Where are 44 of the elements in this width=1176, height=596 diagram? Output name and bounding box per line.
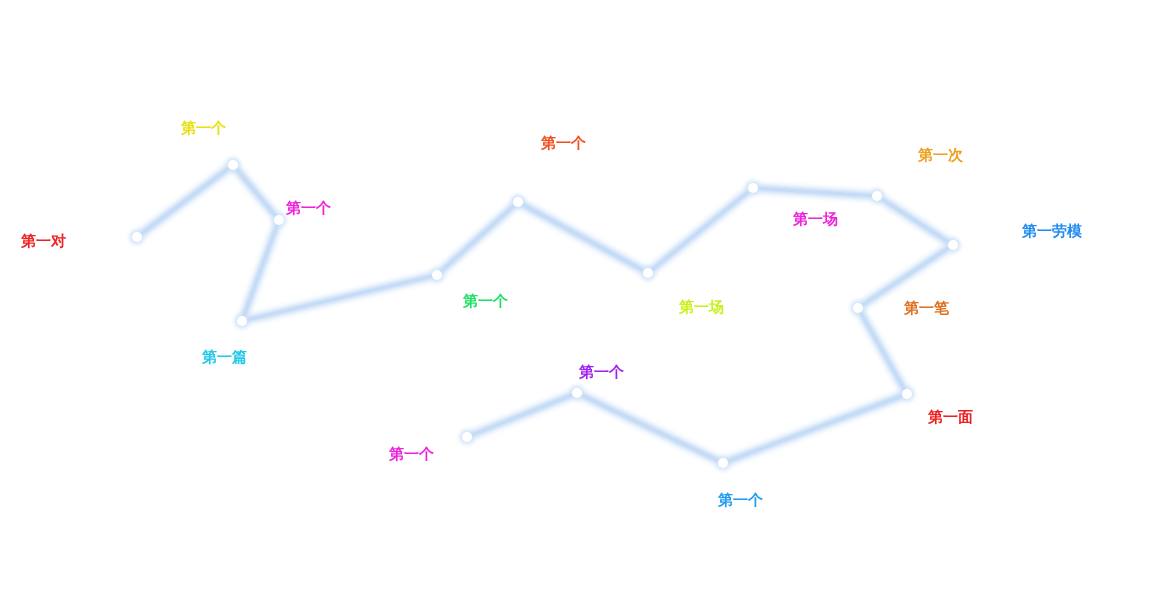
- point-dot: [237, 316, 247, 326]
- connector-line: [471, 393, 573, 437]
- point-label: 第一场: [792, 210, 838, 228]
- point-dot: [872, 191, 882, 201]
- connector-line: [580, 393, 720, 463]
- point-label: 第一个: [180, 119, 226, 137]
- point-dot: [718, 458, 728, 468]
- point-dot: [748, 183, 758, 193]
- point-label: 第一笔: [903, 299, 949, 317]
- connector-line: [861, 246, 950, 307]
- point-dot: [572, 388, 582, 398]
- point-label: 第一篇: [201, 348, 247, 366]
- point-dot: [853, 303, 863, 313]
- connector-line: [757, 186, 873, 198]
- connector-line: [140, 166, 230, 236]
- point-label: 第一面: [927, 408, 973, 426]
- connector-line: [235, 167, 277, 218]
- connector-line: [859, 311, 906, 391]
- point-label: 第一个: [462, 292, 508, 310]
- point-label: 第一个: [717, 491, 763, 509]
- point-dot: [643, 268, 653, 278]
- point-dot: [462, 432, 472, 442]
- point-label: 第一个: [388, 445, 434, 463]
- connector-line: [880, 197, 950, 244]
- point-dot: [902, 389, 912, 399]
- connector-line: [246, 274, 433, 322]
- point-label: 第一劳模: [1022, 222, 1082, 240]
- point-dot: [948, 240, 958, 250]
- point-label: 第一对: [20, 232, 66, 250]
- point-label: 第一场: [678, 298, 724, 316]
- point-dot: [228, 160, 238, 170]
- point-label: 第一个: [285, 199, 331, 217]
- connector-line: [727, 394, 903, 463]
- point-dot: [132, 232, 142, 242]
- connector-line: [650, 190, 751, 271]
- point-dot: [274, 215, 284, 225]
- point-dot: [432, 270, 442, 280]
- point-dot: [513, 197, 523, 207]
- point-label: 第一个: [540, 134, 586, 152]
- connector-line: [439, 204, 516, 273]
- point-label: 第一次: [917, 146, 963, 164]
- connector-line: [521, 203, 645, 272]
- connector-line: [242, 224, 279, 317]
- point-label: 第一个: [578, 363, 624, 381]
